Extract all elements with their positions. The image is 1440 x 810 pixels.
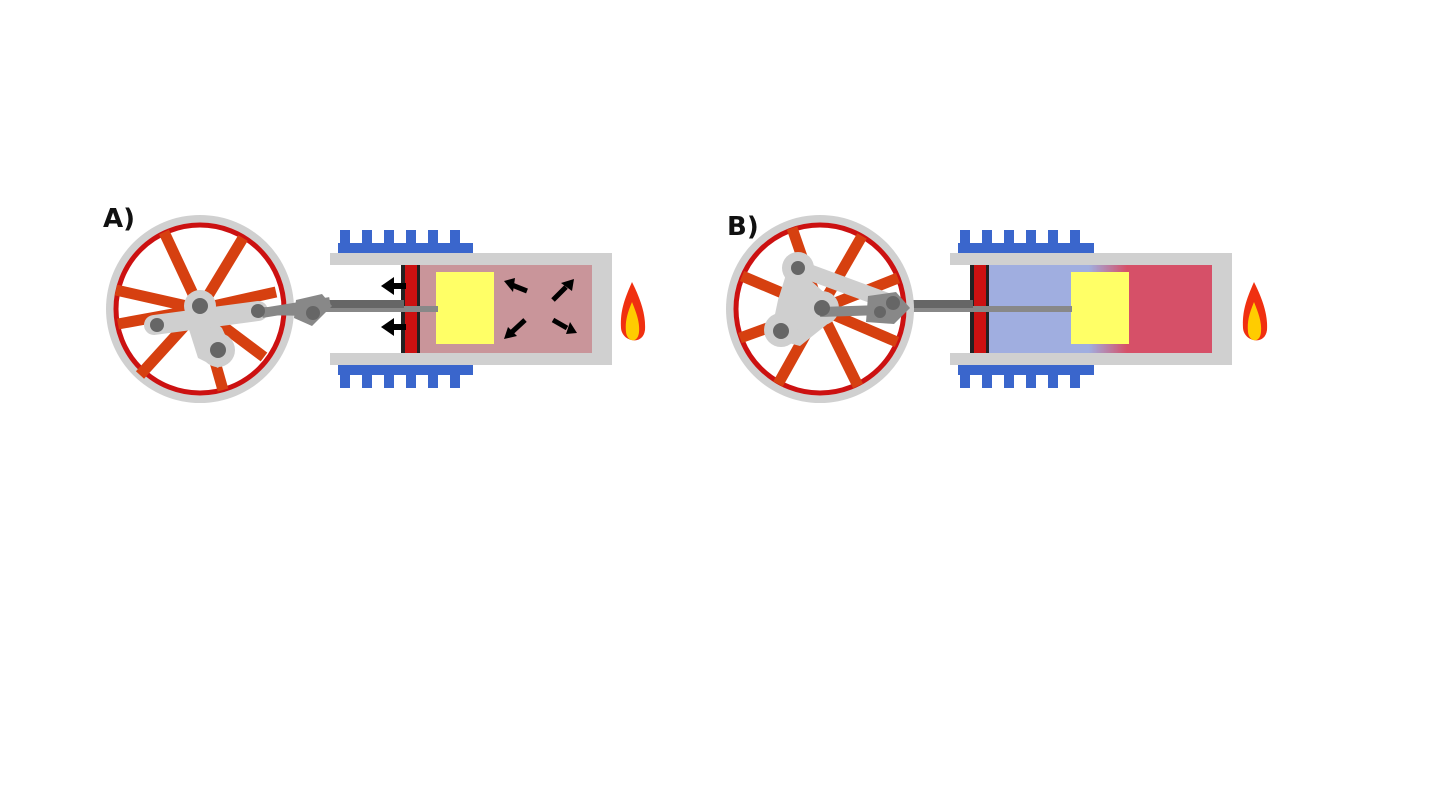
pivot-pins [773,261,900,339]
piston-rod [300,300,404,308]
cooling-fins-bottom [338,365,473,388]
pivot-pins [150,298,320,358]
panel-a-label: A) [103,204,136,234]
displacer [436,272,494,344]
displacer-rod [290,306,438,312]
flame-icon [620,282,646,341]
pressure-arrows [504,278,577,339]
displacer [1071,272,1129,344]
panel-b [726,215,1268,403]
crank-linkage [144,290,332,368]
displacer-rod [900,306,1072,312]
piston-push-arrows [381,277,406,336]
cooling-fins-top [338,230,473,253]
cooling-fins-bottom [958,365,1094,388]
panel-b-label: B) [727,212,759,242]
piston-rod [905,300,973,308]
cylinder [330,253,612,365]
flame-icon [1242,282,1268,341]
cooling-fins-top [958,230,1094,253]
panel-a [106,215,646,403]
cylinder [950,253,1232,365]
